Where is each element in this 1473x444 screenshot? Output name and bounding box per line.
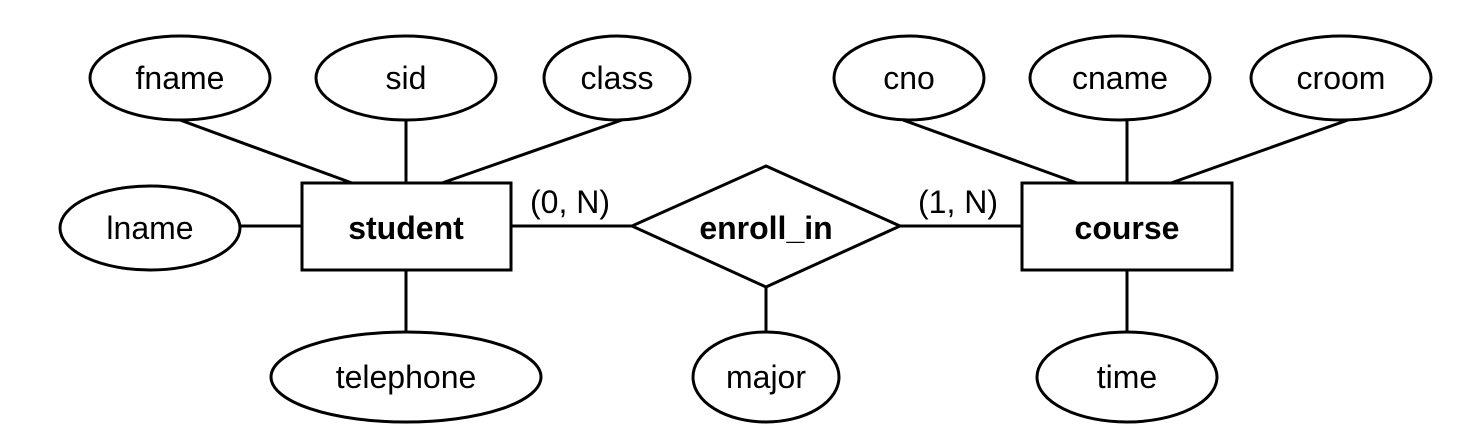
attribute-fname-ellipse [88, 34, 272, 122]
entity-course-label: course [1075, 210, 1180, 246]
attribute-telephone-ellipse [269, 330, 543, 424]
attribute-lname: lname [58, 184, 242, 272]
attribute-sid-ellipse [314, 34, 498, 122]
attribute-lname-label: lname [106, 210, 193, 246]
line-cno-course [902, 118, 1078, 185]
attribute-time-label: time [1097, 359, 1157, 395]
attribute-class: class [542, 34, 692, 122]
attribute-sid: sid [314, 34, 498, 122]
attribute-croom-label: croom [1297, 60, 1386, 96]
attribute-major: major [691, 330, 841, 424]
line-croom-course [1170, 118, 1349, 185]
relationship-enroll-in-diamond [628, 164, 904, 289]
attribute-cno-label: cno [883, 60, 935, 96]
attribute-cname-label: cname [1072, 60, 1168, 96]
entity-course: course [1020, 181, 1234, 272]
cardinality-course-side: (1, N) [918, 184, 998, 220]
relationship-enroll-in-label: enroll_in [699, 210, 832, 246]
attribute-class-ellipse [542, 34, 692, 122]
attribute-time-ellipse [1035, 330, 1219, 424]
entity-student: student [300, 181, 513, 272]
attribute-cno-ellipse [832, 34, 986, 122]
attribute-lname-ellipse [58, 184, 242, 272]
attribute-fname-label: fname [136, 60, 225, 96]
line-fname-student [179, 118, 353, 185]
entity-student-label: student [348, 210, 464, 246]
attribute-croom-ellipse [1249, 34, 1433, 122]
attribute-cno: cno [832, 34, 986, 122]
connector-lines [179, 118, 1349, 332]
attribute-croom: croom [1249, 34, 1433, 122]
attribute-class-label: class [581, 60, 654, 96]
attribute-cname-ellipse [1028, 34, 1212, 122]
attribute-sid-label: sid [386, 60, 427, 96]
cardinality-student-side: (0, N) [530, 184, 610, 220]
attribute-time: time [1035, 330, 1219, 424]
attribute-telephone-label: telephone [336, 359, 477, 395]
attribute-telephone: telephone [269, 330, 543, 424]
attribute-cname: cname [1028, 34, 1212, 122]
attribute-major-label: major [726, 359, 806, 395]
entity-student-box [300, 181, 513, 272]
attribute-major-ellipse [691, 330, 841, 424]
relationship-enroll-in: enroll_in [628, 164, 904, 289]
attribute-fname: fname [88, 34, 272, 122]
entity-course-box [1020, 181, 1234, 272]
line-class-student [441, 118, 623, 185]
